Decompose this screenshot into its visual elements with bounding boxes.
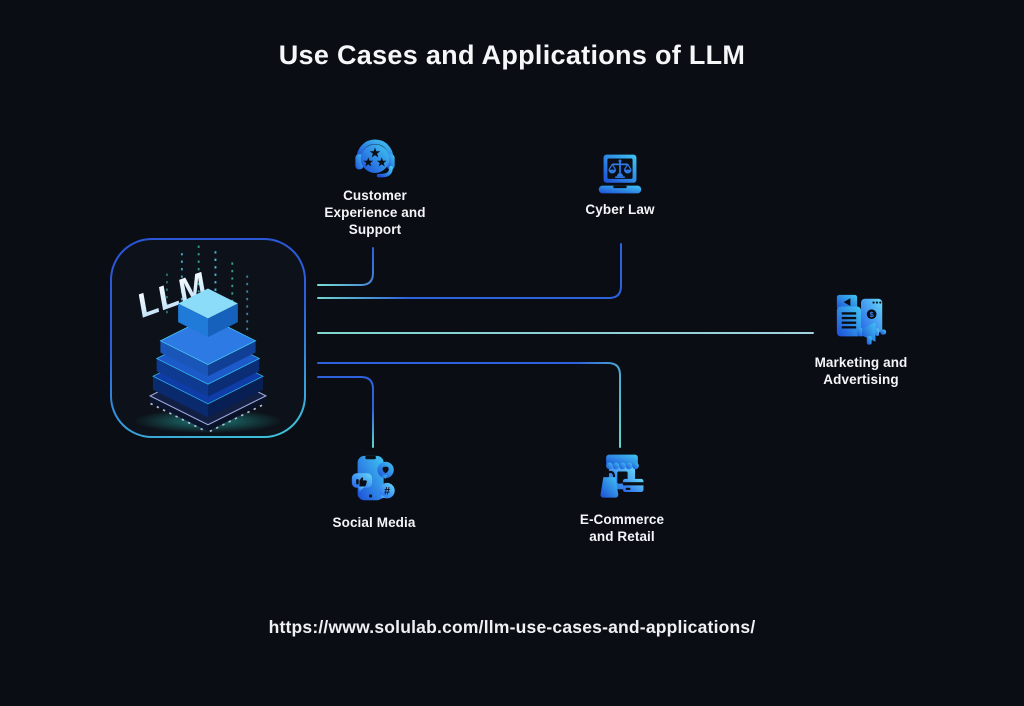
node-label-social-media: Social Media (332, 515, 416, 530)
justice-scales (608, 159, 632, 178)
svg-text:#: # (384, 485, 390, 497)
node-cyber-law: Cyber Law (558, 153, 682, 218)
node-social-media: # Social Media (312, 454, 436, 531)
phone-reactions-icon: # (351, 455, 395, 501)
connector-social-media (317, 376, 374, 448)
chip-layer-1 (159, 316, 257, 377)
node-label-ecommerce-retail: E-Commerce and Retail (579, 512, 665, 544)
megaphone-content-icon: $ (836, 294, 887, 345)
node-label-cyber-law: Cyber Law (585, 202, 655, 217)
node-marketing-advertising: $ Marketing and Advertising (799, 292, 923, 388)
connector-customer-experience (317, 247, 374, 286)
coin-icon (866, 309, 877, 320)
hashtag-bubble: # (379, 482, 395, 500)
connector-cyber-law (317, 243, 622, 299)
node-customer-experience: Customer Experience and Support (313, 131, 437, 238)
shopping-bag (600, 470, 619, 498)
node-label-customer-experience: Customer Experience and Support (324, 188, 426, 237)
laptop-justice-scales-icon (598, 154, 642, 194)
heart-bubble (377, 461, 394, 480)
megaphone-icon (857, 322, 887, 345)
star-icon (363, 157, 374, 167)
source-url: https://www.solulab.com/llm-use-cases-an… (268, 617, 756, 637)
llm-center-node-panel: LLM (112, 240, 304, 436)
node-ecommerce-retail: E-Commerce and Retail (565, 451, 679, 545)
llm-center-node: LLM (110, 238, 306, 438)
star-icon (369, 147, 381, 158)
browser-dots (872, 301, 882, 304)
storefront-bag-card-icon (600, 454, 644, 498)
document-text-lines (841, 312, 857, 329)
star-icon (376, 157, 387, 167)
thumbs-up-bubble (351, 473, 373, 493)
chip-top-platform (178, 288, 238, 338)
page-title: Use Cases and Applications of LLM (278, 40, 746, 70)
node-label-marketing-advertising: Marketing and Advertising (814, 355, 908, 387)
awning-scallops (606, 462, 639, 470)
svg-text:$: $ (870, 310, 874, 319)
laptop-base (598, 185, 642, 194)
headset-stars-icon (355, 139, 395, 178)
play-icon (843, 298, 851, 306)
microphone-boom (376, 165, 393, 178)
credit-card (622, 478, 644, 492)
llm-chip-illustration: LLM (133, 245, 283, 434)
connector-ecommerce (317, 362, 621, 448)
